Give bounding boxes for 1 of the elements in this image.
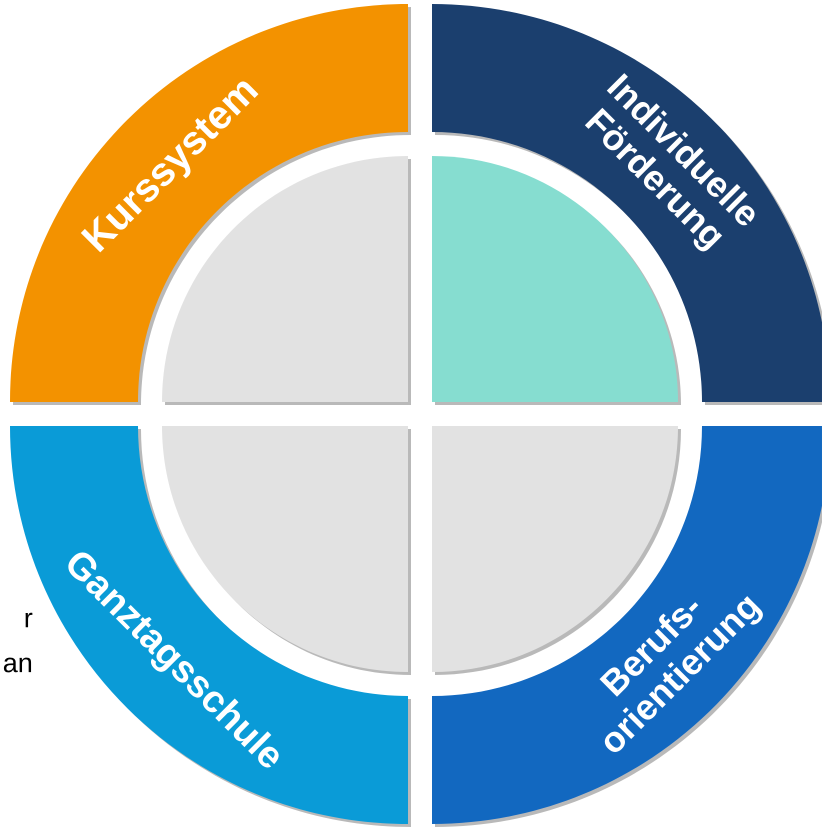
text-fragment: r [26,612,32,628]
